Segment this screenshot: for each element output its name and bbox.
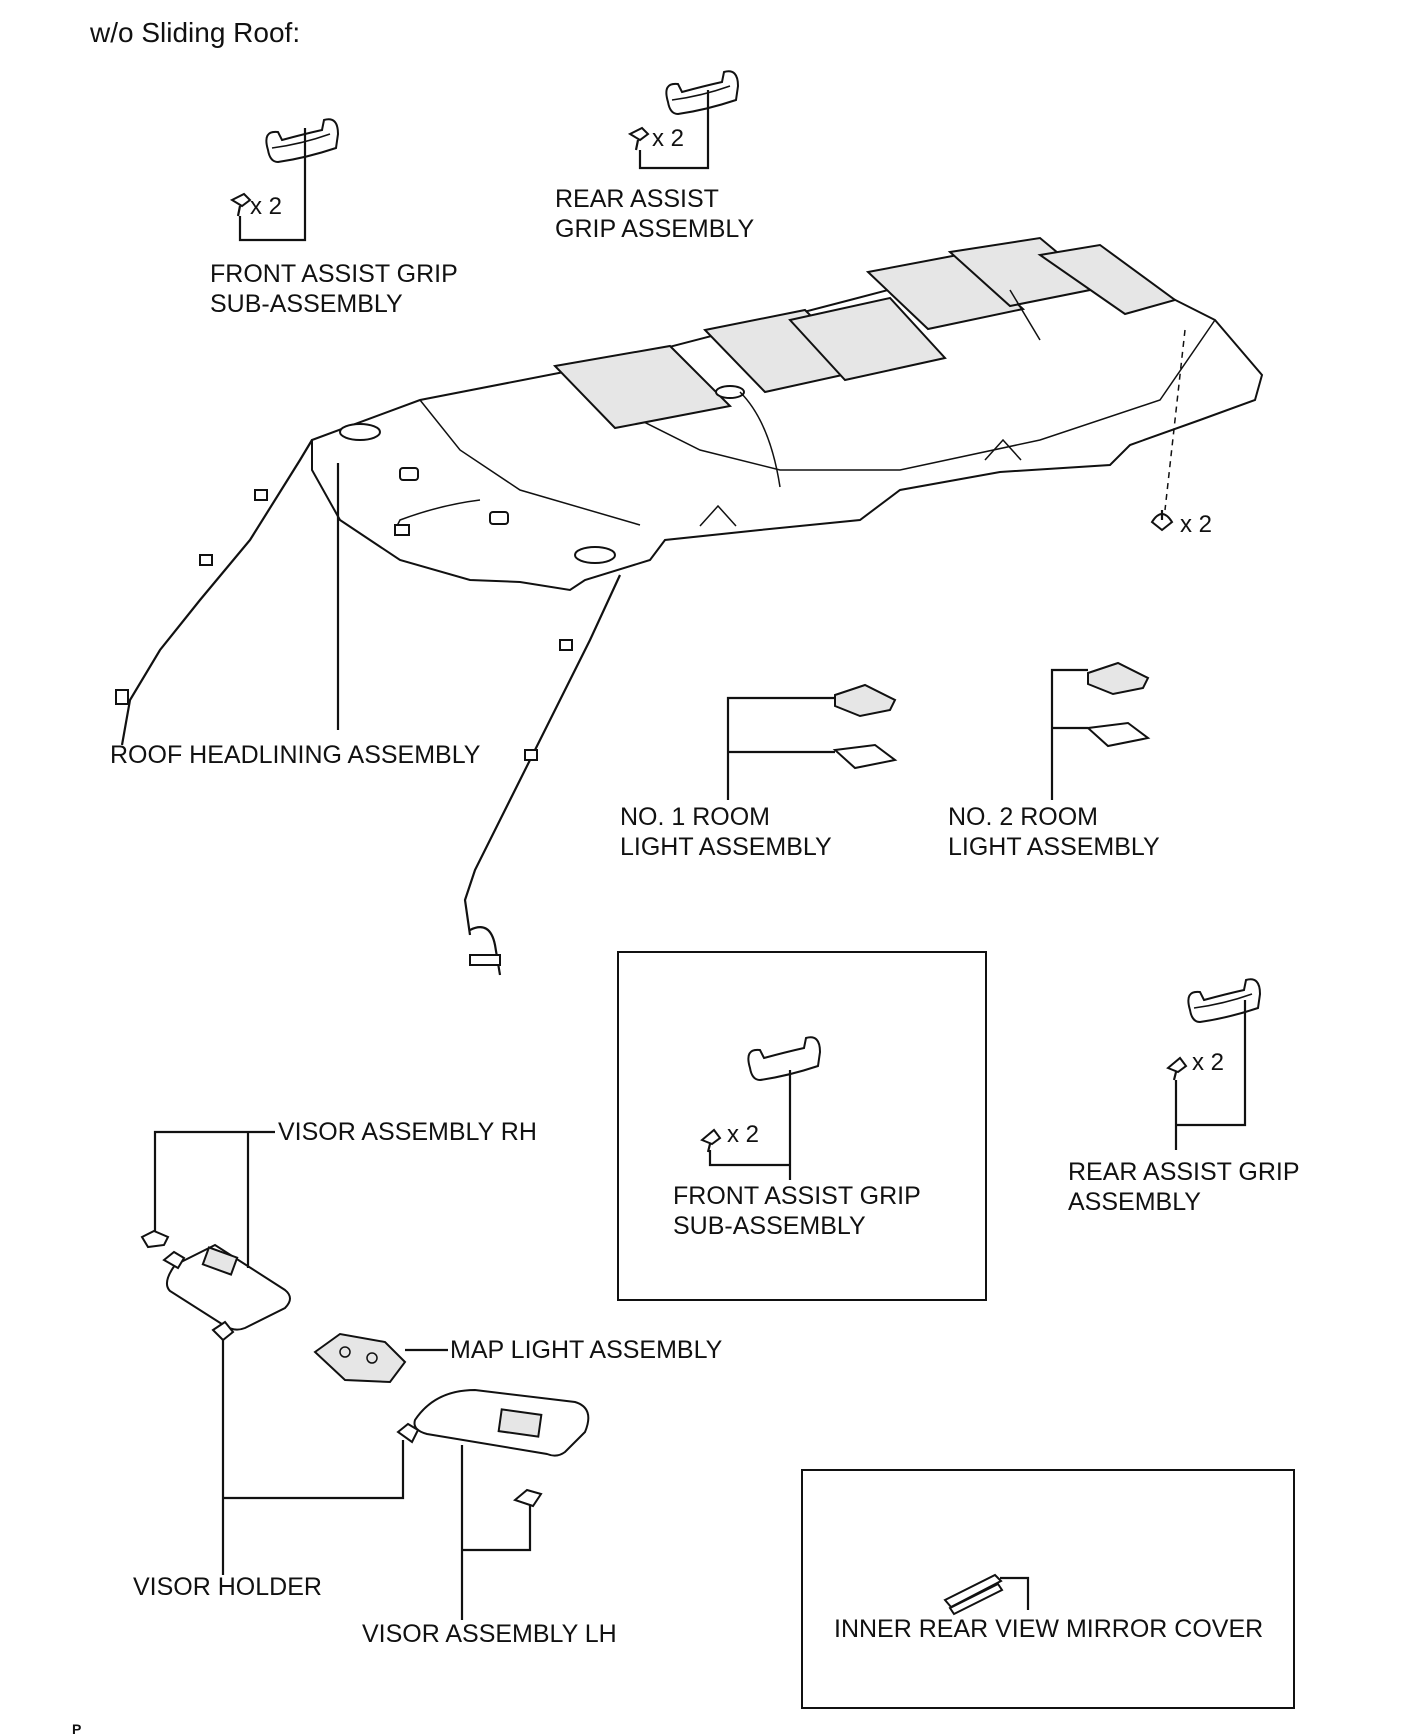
clip-icon [229,192,252,217]
label-rear-grip-right-line2: ASSEMBLY [1068,1188,1201,1216]
leader-room-light-2 [1050,668,1088,800]
label-front-grip-line1: FRONT ASSIST GRIP [210,260,458,288]
label-visor-holder: VISOR HOLDER [133,1573,322,1601]
label-rear-grip-right-line1: REAR ASSIST GRIP [1068,1158,1300,1186]
label-room-light-2-line1: NO. 2 ROOM [948,803,1098,831]
label-curtain-grip-line2: SUB-ASSEMBLY [673,1212,866,1240]
leader-curtain-grip [708,1070,792,1180]
label-rear-grip-top-line1: REAR ASSIST [555,185,719,213]
leader-rear-grip-top [638,90,710,170]
front-assist-grip-drawing [265,118,340,164]
label-room-light-1-line1: NO. 1 ROOM [620,803,770,831]
rear-assist-grip-drawing [665,70,740,116]
qty-rear-grip-top: x 2 [652,125,684,152]
leader-visor-holder [221,1340,405,1575]
label-visor-lh: VISOR ASSEMBLY LH [362,1620,617,1648]
label-front-grip-line2: SUB-ASSEMBLY [210,290,403,318]
visor-lh-drawing [211,1320,590,1508]
clip-icon [1150,510,1174,532]
qty-roof-clip: x 2 [1180,511,1212,538]
leader-room-light-1 [726,696,835,800]
mirror-cover-drawing [943,1573,1004,1616]
clip-icon [1166,1056,1188,1081]
label-rear-grip-top-line2: GRIP ASSEMBLY [555,215,754,243]
clip-icon [627,126,650,151]
leader-visor-lh [460,1445,532,1620]
room-light-2-drawing [1085,661,1151,748]
label-mirror-cover: INNER REAR VIEW MIRROR COVER [834,1615,1263,1643]
label-curtain-grip-line1: FRONT ASSIST GRIP [673,1182,921,1210]
clip-icon [700,1128,722,1153]
label-map-light: MAP LIGHT ASSEMBLY [450,1336,723,1364]
qty-front-grip: x 2 [250,193,282,220]
qty-curtain-grip: x 2 [727,1121,759,1148]
label-visor-rh: VISOR ASSEMBLY RH [278,1118,537,1146]
main-heading: w/o Sliding Roof: [89,17,300,48]
page-mark: P [72,1721,81,1734]
label-headlining: ROOF HEADLINING ASSEMBLY [110,741,481,769]
room-light-1-drawing [832,683,898,770]
leader-mirror-cover [1000,1576,1030,1610]
ec-mirror-box [801,1469,1295,1709]
leader-visor-rh [153,1130,275,1268]
front-assist-grip-drawing [747,1036,822,1082]
leader-front-grip [238,128,307,242]
dashed-leader [1164,329,1186,511]
map-light-drawing [313,1332,407,1384]
headlining-wiring [115,439,621,976]
label-room-light-1-line2: LIGHT ASSEMBLY [620,833,832,861]
label-room-light-2-line2: LIGHT ASSEMBLY [948,833,1160,861]
leader-rear-grip-right [1174,1000,1247,1150]
qty-rear-grip-right: x 2 [1192,1049,1224,1076]
rear-assist-grip-drawing [1187,978,1262,1024]
curtain-airbag-box [617,951,987,1301]
roof-headlining-drawing [311,236,1264,592]
visor-rh-drawing [140,1229,291,1331]
